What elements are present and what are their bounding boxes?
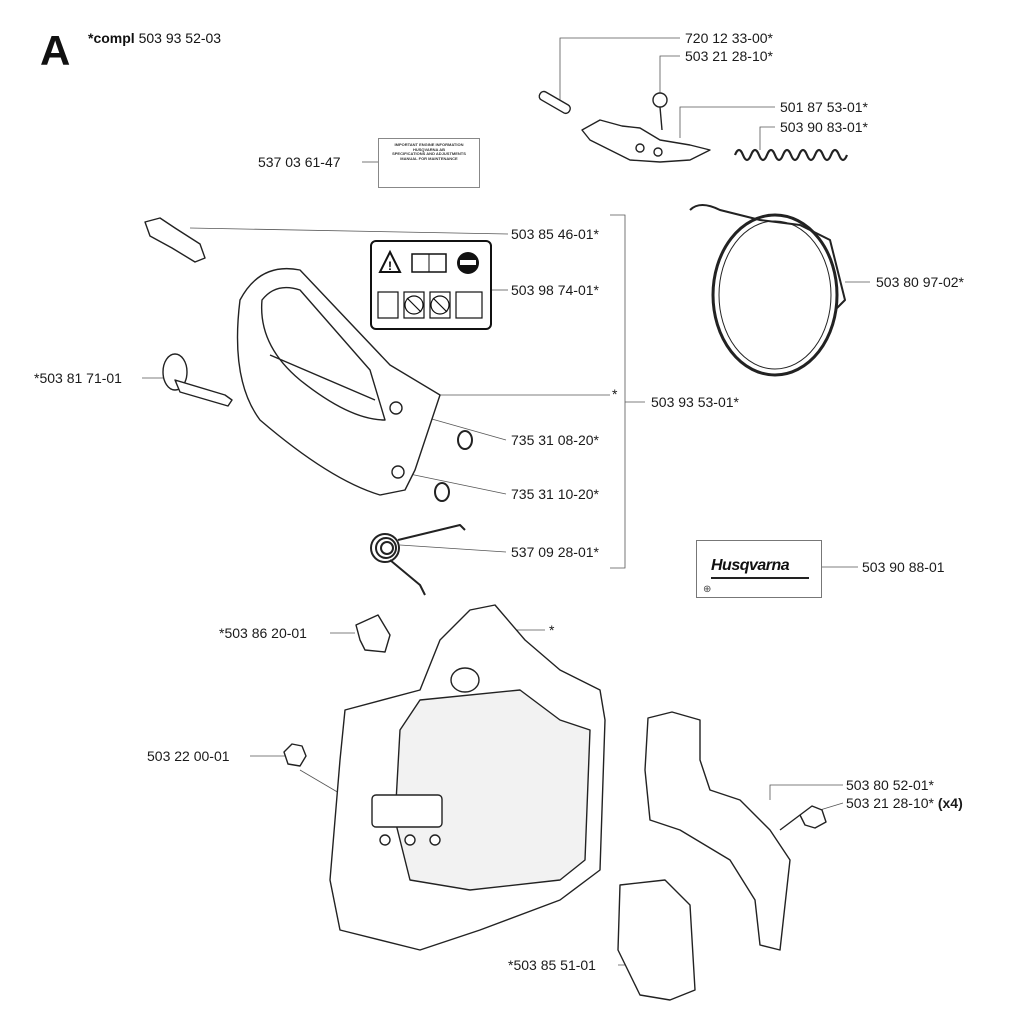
part-label-503-21-28-10-bottom: 503 21 28-10* (x4) (846, 795, 963, 811)
part-label-503-22-00-01: 503 22 00-01 (147, 748, 230, 764)
part-label-503-85-46-01: 503 85 46-01* (511, 226, 599, 242)
part-label-503-80-97-02: 503 80 97-02* (876, 274, 964, 290)
part-label-537-09-28-01: 537 09 28-01* (511, 544, 599, 560)
part-label-503-86-20-01: *503 86 20-01 (219, 625, 307, 641)
parts-drawing (144, 90, 849, 1001)
part-label-503-80-52-01: 503 80 52-01* (846, 777, 934, 793)
part-label-asterisk-clutch-cover: * (549, 622, 555, 638)
part-label-503-90-88-01: 503 90 88-01 (862, 559, 945, 575)
part-label-503-98-74-01: 503 98 74-01* (511, 282, 599, 298)
quantity: (x4) (937, 795, 963, 811)
part-label-503-90-83-01: 503 90 83-01* (780, 119, 868, 135)
part-label-asterisk-cover: * (612, 386, 618, 402)
husqvarna-decal: Husqvarna ⊕ (696, 540, 822, 598)
part-label-503-21-28-10-top: 503 21 28-10* (685, 48, 773, 64)
engine-information-sticker: IMPORTANT ENGINE INFORMATION HUSQVARNA A… (378, 138, 480, 188)
complete-assembly-label: *compl 503 93 52-03 (88, 30, 221, 46)
compl-number: 503 93 52-03 (138, 30, 222, 46)
part-label-735-31-08-20: 735 31 08-20* (511, 432, 599, 448)
section-letter: A (40, 27, 71, 74)
part-label-720-12-33-00: 720 12 33-00* (685, 30, 773, 46)
decal-underline (711, 577, 809, 579)
part-label-503-85-51-01: *503 85 51-01 (508, 957, 596, 973)
part-label-503-81-71-01: *503 81 71-01 (34, 370, 122, 386)
warning-decal: ! (370, 240, 492, 330)
compl-prefix: *compl (88, 30, 135, 46)
part-label-537-03-61-47: 537 03 61-47 (258, 154, 341, 170)
part-number: 503 21 28-10* (846, 795, 934, 811)
part-label-501-87-53-01: 501 87 53-01* (780, 99, 868, 115)
part-label-503-93-53-01: 503 93 53-01* (651, 394, 739, 410)
part-label-735-31-10-20: 735 31 10-20* (511, 486, 599, 502)
husqvarna-brand: Husqvarna (711, 557, 790, 574)
svg-text:!: ! (388, 259, 392, 273)
decal-mark-icon: ⊕ (703, 584, 712, 595)
